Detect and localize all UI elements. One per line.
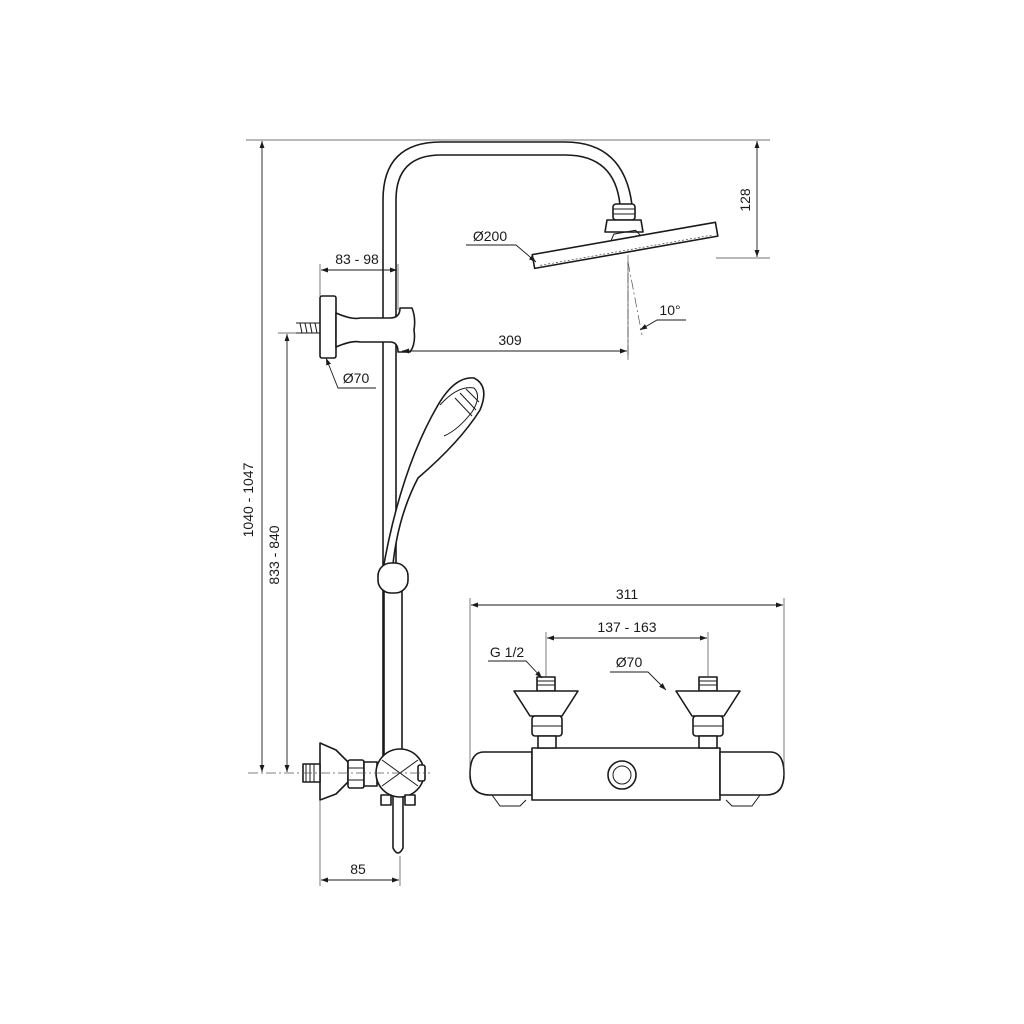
dim-bracket-offset: 83 - 98 (335, 251, 379, 267)
hose-outlet (392, 789, 404, 854)
dim-head-drop: 128 (737, 188, 753, 212)
dim-inlet-centres: 137 - 163 (597, 619, 656, 635)
front-view: 311 137 - 163 G 1/2 Ø70 (469, 586, 785, 807)
dim-inlet-thread: G 1/2 (490, 644, 524, 660)
dim-valve-width: 311 (616, 586, 639, 602)
hand-shower (381, 377, 485, 576)
wall-bracket-top (296, 295, 416, 359)
side-view: 1040 - 1047 833 - 840 83 - 98 309 Ø70 Ø2… (240, 139, 770, 886)
mixer-valve-side (302, 742, 426, 806)
dim-head-diameter: Ø200 (473, 228, 507, 244)
dim-bracket-diameter: Ø70 (343, 370, 370, 386)
dim-head-projection: 309 (498, 332, 522, 348)
shower-head (531, 221, 719, 270)
mixer-body (469, 751, 533, 796)
dim-valve-depth: 85 (350, 861, 366, 877)
slide-holder (377, 562, 409, 594)
inlet-right (675, 676, 741, 749)
inlet-left (513, 676, 579, 749)
riser-lower-pipe (383, 589, 403, 761)
head-connector (604, 203, 644, 233)
dim-overall-height: 1040 - 1047 (240, 462, 256, 537)
temperature-knob (607, 760, 637, 790)
dim-outlet-height: 833 - 840 (266, 525, 282, 584)
dim-inlet-diameter: Ø70 (616, 654, 643, 670)
dim-head-angle: 10° (659, 302, 680, 318)
